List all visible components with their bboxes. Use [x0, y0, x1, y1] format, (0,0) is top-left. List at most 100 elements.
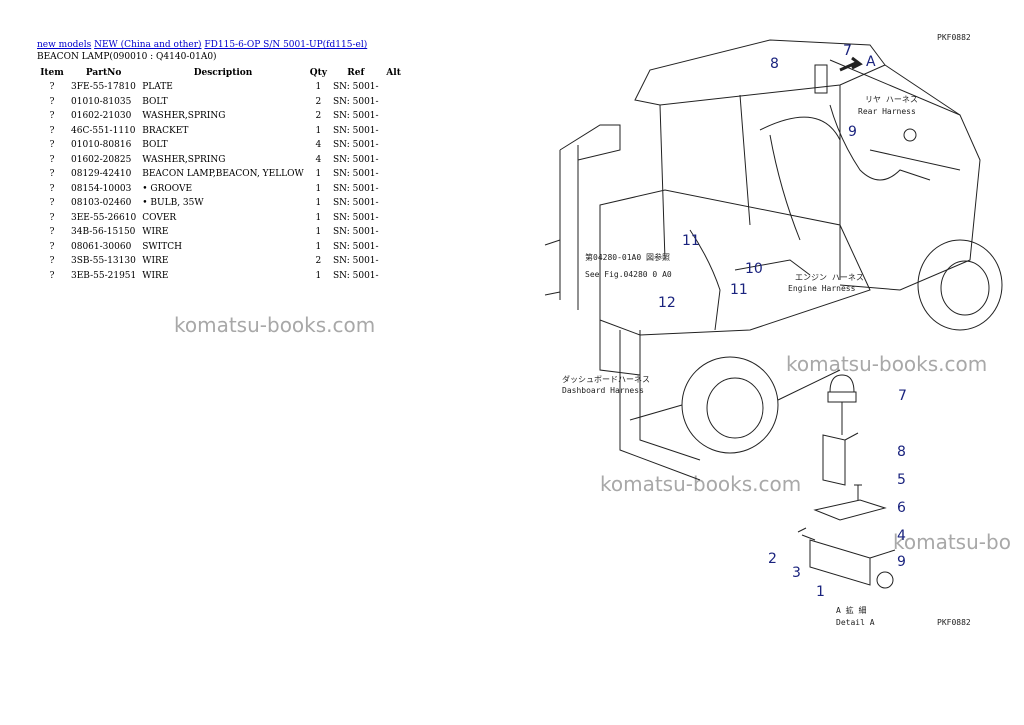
watermark: komatsu-books.com [174, 313, 376, 337]
cell-item: ? [49, 96, 55, 107]
cell-item: ? [49, 169, 55, 180]
callout-3: 3 [792, 565, 801, 581]
cell-ref: SN: 5001- [333, 154, 379, 165]
cell-ref: SN: 5001- [333, 125, 379, 136]
diagram-notes: リヤ ハーネス Rear Harness 第04280-01A0 図参照 See… [562, 33, 971, 627]
rear-harness-jp: リヤ ハーネス [865, 95, 918, 104]
engine-harness-en: Engine Harness [788, 284, 856, 293]
cell-ref: SN: 5001- [333, 227, 379, 238]
cell-item: ? [49, 241, 55, 252]
cell-part: 01010-81035 [71, 96, 132, 107]
callout-4: 4 [897, 528, 906, 544]
cell-qty: 1 [315, 212, 322, 223]
cell-ref: SN: 5001- [333, 241, 379, 252]
cell-alt [382, 182, 406, 197]
cell-desc: SWITCH [142, 241, 182, 252]
cell-qty: 1 [315, 183, 322, 194]
header-alt: Alt [386, 68, 401, 78]
breadcrumb-link-model[interactable]: FD115-6-OP S/N 5001-UP(fd115-el) [204, 40, 368, 50]
cell-ref: SN: 5001- [333, 256, 379, 267]
cell-ref: SN: 5001- [333, 111, 379, 122]
callout-7: 7 [898, 388, 907, 404]
cell-desc: WASHER,SPRING [142, 154, 226, 165]
cell-ref: SN: 5001- [333, 96, 379, 107]
cell-qty: 1 [315, 82, 322, 93]
see-fig-jp: 第04280-01A0 図参照 [585, 252, 670, 262]
watermark: komatsu-books.com [600, 472, 802, 496]
callout-9: 9 [848, 124, 857, 140]
cell-alt [382, 167, 406, 182]
see-fig-en: See Fig.04280 0 A0 [585, 270, 672, 279]
breadcrumb-link-new-models[interactable]: new models [37, 40, 92, 50]
group-title: BEACON LAMP(090010 : Q4140-01A0) [37, 52, 217, 62]
header-description: Description [193, 68, 253, 78]
cell-qty: 1 [315, 270, 322, 281]
callout-6: 6 [897, 500, 906, 516]
parts-table-header: Item PartNo Description Qty Ref Alt [36, 66, 406, 80]
cell-part: 01602-20825 [71, 154, 132, 165]
table-row: ? 08061-30060 SWITCH 1 SN: 5001- [36, 240, 406, 255]
breadcrumb-link-region[interactable]: NEW (China and other) [94, 40, 202, 50]
cell-ref: SN: 5001- [333, 270, 379, 281]
callout-8: 8 [770, 56, 779, 72]
detail-a-drawing [797, 374, 896, 589]
watermark: komatsu-bo [893, 530, 1011, 554]
cell-desc: WIRE [142, 227, 169, 238]
cell-ref: SN: 5001- [333, 140, 379, 151]
cell-alt [382, 153, 406, 168]
header-partno: PartNo [85, 68, 122, 78]
cell-part: 3EB-55-21951 [71, 270, 137, 281]
cell-desc: BEACON LAMP,BEACON, YELLOW [142, 169, 304, 180]
callout-10: 10 [745, 261, 763, 277]
cell-desc: BOLT [142, 140, 168, 151]
cell-ref: SN: 5001- [333, 169, 379, 180]
cell-qty: 1 [315, 169, 322, 180]
forklift-drawing [544, 39, 1003, 481]
callout-11: 11 [682, 233, 700, 249]
callout-2: 2 [768, 551, 777, 567]
cell-ref: SN: 5001- [333, 183, 379, 194]
callout-11: 11 [730, 282, 748, 298]
cell-item: ? [49, 183, 55, 194]
cell-desc: BRACKET [142, 125, 189, 136]
cell-qty: 2 [315, 256, 322, 267]
cell-item: ? [49, 227, 55, 238]
cell-item: ? [49, 198, 55, 209]
cell-alt [382, 80, 406, 95]
cell-qty: 1 [315, 198, 322, 209]
cell-qty: 1 [315, 241, 322, 252]
cell-desc: WIRE [142, 256, 169, 267]
cell-part: 01010-80816 [71, 140, 132, 151]
cell-qty: 2 [315, 96, 322, 107]
cell-alt [382, 269, 406, 284]
cell-qty: 4 [315, 154, 322, 165]
cell-qty: 2 [315, 111, 322, 122]
cell-part: 08061-30060 [71, 241, 132, 252]
callout-9: 9 [897, 554, 906, 570]
cell-desc: BOLT [142, 96, 168, 107]
callout-12: 12 [658, 295, 676, 311]
cell-part: 3FE-55-17810 [71, 82, 136, 93]
cell-desc: COVER [142, 212, 177, 223]
cell-alt [382, 196, 406, 211]
callout-5: 5 [897, 472, 906, 488]
cell-item: ? [49, 270, 55, 281]
cell-alt [382, 240, 406, 255]
cell-desc: PLATE [142, 82, 173, 93]
cell-part: 08154-10003 [71, 183, 132, 194]
cell-item: ? [49, 140, 55, 151]
cell-alt [382, 225, 406, 240]
callout-arrow-a: A [866, 54, 876, 70]
cell-qty: 4 [315, 140, 322, 151]
table-row: ? 01010-80816 BOLT 4 SN: 5001- [36, 138, 406, 153]
dashboard-harness-en: Dashboard Harness [562, 386, 644, 395]
cell-ref: SN: 5001- [333, 198, 379, 209]
